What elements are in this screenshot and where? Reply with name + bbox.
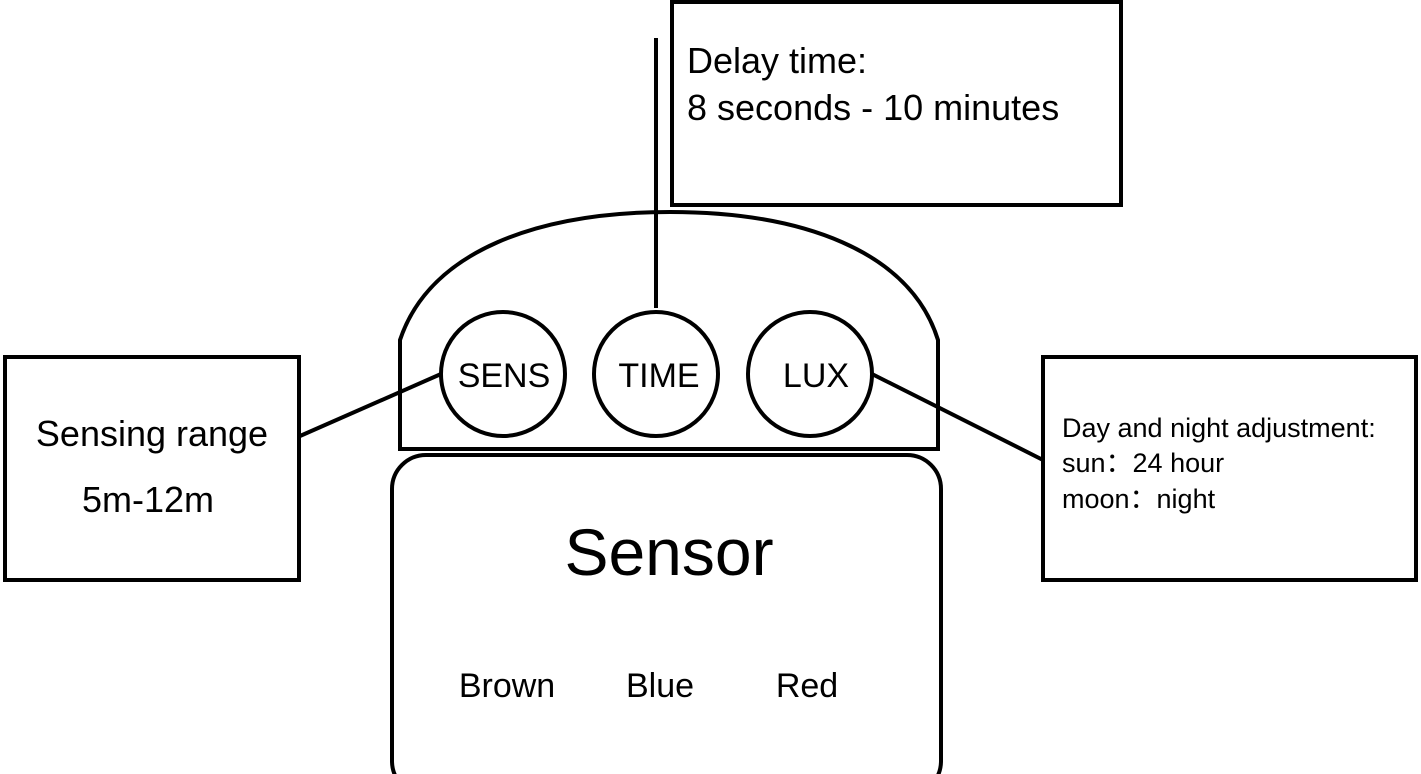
sens-knob: SENS	[439, 310, 567, 438]
delay-time-callout: Delay time: 8 seconds - 10 minutes	[670, 0, 1123, 207]
time-knob-label: TIME	[618, 357, 699, 395]
wire-label-blue: Blue	[626, 667, 694, 705]
sensing-range-box	[3, 355, 301, 582]
sensor-body: Sensor Brown Blue Red	[390, 453, 943, 774]
delay-time-box	[670, 0, 1123, 207]
sensor-dome	[398, 209, 940, 451]
delay-time-label: Delay time:	[687, 40, 867, 81]
sens-leader-line	[299, 372, 442, 438]
sensing-range-callout: Sensing range 5m-12m	[3, 355, 442, 582]
time-knob: TIME	[592, 310, 720, 438]
delay-time-range: 8 seconds - 10 minutes	[687, 87, 1059, 128]
wire-label-brown: Brown	[459, 667, 555, 705]
sensor-title: Sensor	[564, 515, 773, 589]
day-night-moon: moon：night	[1062, 484, 1216, 514]
sens-knob-label: SENS	[458, 357, 551, 395]
day-night-callout: Day and night adjustment: sun：24 hour mo…	[871, 355, 1418, 582]
wire-label-red: Red	[776, 667, 838, 705]
lux-knob: LUX	[746, 310, 874, 438]
day-night-sun: sun：24 hour	[1062, 448, 1224, 478]
day-night-box	[1041, 355, 1418, 582]
day-night-label: Day and night adjustment:	[1062, 413, 1376, 443]
lux-leader-line	[871, 372, 1044, 462]
lux-knob-label: LUX	[783, 357, 849, 395]
sensing-range-label: Sensing range	[36, 413, 268, 454]
sensing-range-value: 5m-12m	[82, 479, 214, 520]
time-knob-circle	[592, 310, 720, 438]
sensor-body-box	[390, 453, 943, 774]
